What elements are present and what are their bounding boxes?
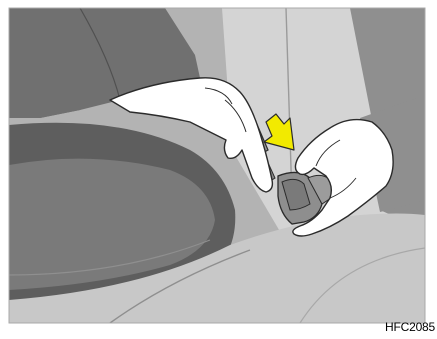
figure-code: HFC2085: [385, 320, 435, 334]
